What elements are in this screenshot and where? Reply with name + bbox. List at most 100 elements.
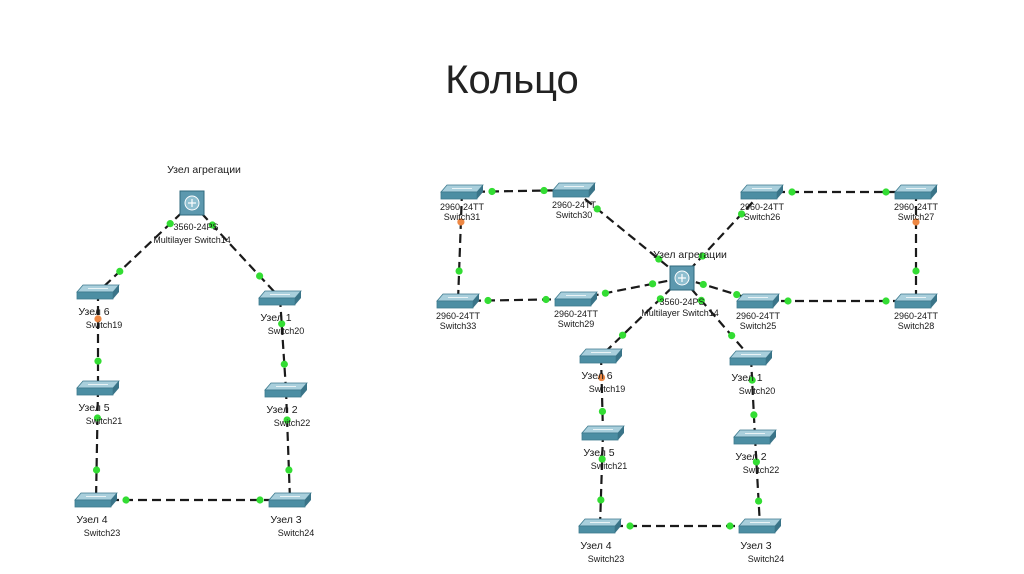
switch-side [477,185,483,199]
multilayer-switch-RC[interactable] [669,265,695,291]
switch-side [777,185,783,199]
switch-S26[interactable] [740,184,784,200]
switch-model-S31: 2960-24TT [440,202,485,212]
switch-front [440,191,478,200]
switch-S29[interactable] [554,291,598,307]
switch-side [113,381,119,395]
switch-side [773,294,779,308]
switch-front [552,189,590,198]
switch-name-L2: Switch22 [274,418,311,428]
port-up-RC-S29 [648,280,657,288]
switch-model-S27: 2960-24TT [894,202,939,212]
port-up-L2-L1 [280,360,288,368]
links-layer [94,188,918,528]
port-up-R4-R5 [597,496,605,504]
port-up-L3-L4 [256,496,264,504]
switch-name-L1: Switch20 [268,326,305,336]
core-name-right: Multilayer Switch14 [641,308,719,318]
switch-front [436,300,474,309]
switch-L1[interactable] [258,290,302,306]
devices-layer [74,182,938,534]
switch-name-S25: Switch25 [740,321,777,331]
link-L1-L2 [278,297,288,391]
aggregation-label-left: Узел агрегации [167,164,241,176]
node-label-L2: Узел 2 [266,404,297,416]
node-label-L5: Узел 5 [78,402,109,414]
switch-L3[interactable] [268,492,312,508]
node-label-R4: Узел 4 [580,540,611,552]
switch-side [111,493,117,507]
core-model-left: 3560-24PS [173,222,218,232]
switch-side [766,351,772,365]
port-up-L1-LC [256,272,264,280]
aggregation-label-right: Узел агрегации [653,249,727,261]
switch-side [615,519,621,533]
link-LC-L1 [191,202,281,299]
switch-name-L4: Switch23 [84,528,121,538]
switch-S28[interactable] [894,293,938,309]
switch-S31[interactable] [440,184,484,200]
node-label-L6: Узел 6 [78,306,109,318]
switch-name-L5: Switch21 [86,416,123,426]
switch-side [616,349,622,363]
switch-S27[interactable] [894,184,938,200]
port-blocked-R6-R5 [597,373,606,382]
switch-front [76,387,114,396]
switch-name-S30: Switch30 [556,210,593,220]
switch-L5[interactable] [76,380,120,396]
port-up-S30-RC [593,205,601,213]
switch-front [894,300,932,309]
port-up-R4-R3 [626,522,634,530]
switch-name-S29: Switch29 [558,319,595,329]
port-blocked-L6-L5 [94,315,102,323]
switch-front [894,191,932,200]
port-up-RC-R6 [656,295,664,303]
switch-R6[interactable] [579,348,623,364]
switch-S33[interactable] [436,293,480,309]
switch-L6[interactable] [76,284,120,300]
switch-R1[interactable] [729,350,773,366]
switch-name-R1: Switch20 [739,386,776,396]
switch-name-R5: Switch21 [591,461,628,471]
port-up-R1-RC [728,332,736,340]
switch-L4[interactable] [74,492,118,508]
port-up-RC-S30 [655,255,663,263]
switch-name-S28: Switch28 [898,321,935,331]
port-blocked-S27-S28 [912,218,920,226]
switch-front [736,300,774,309]
link-R2-R3 [753,436,762,527]
switch-R3[interactable] [738,518,782,534]
multilayer-switch-LC[interactable] [179,190,205,216]
switch-R5[interactable] [581,425,625,441]
switch-front [733,436,771,445]
switch-front [738,525,776,534]
core-name-left: Multilayer Switch14 [153,235,231,245]
switch-R2[interactable] [733,429,777,445]
switch-model-S30: 2960-24TT [552,200,597,210]
port-up-R3-R2 [755,497,763,505]
switch-S30[interactable] [552,182,596,198]
link-L2-L3 [284,389,292,501]
switch-S25[interactable] [736,293,780,309]
port-up-R5-R6 [598,407,607,416]
port-up-S25-RC [733,290,741,299]
port-up-L5-L6 [94,357,102,365]
ports-layer [92,186,920,530]
switch-front [258,297,296,306]
switch-L2[interactable] [264,382,308,398]
port-up-S33-S31 [455,267,463,275]
port-up-L4-L3 [122,496,130,504]
switch-R4[interactable] [578,518,622,534]
link-L5-L4 [94,387,100,501]
port-up-R3-R4 [726,522,734,530]
core-model-right: 3560-24PS [659,297,704,307]
node-label-L3: Узел 3 [270,514,301,526]
switch-name-S26: Switch26 [744,212,781,222]
link-R5-R4 [598,432,605,527]
switch-name-R2: Switch22 [743,465,780,475]
switch-name-S31: Switch31 [444,212,481,222]
switch-side [591,292,597,306]
link-S31-S33 [456,191,464,302]
